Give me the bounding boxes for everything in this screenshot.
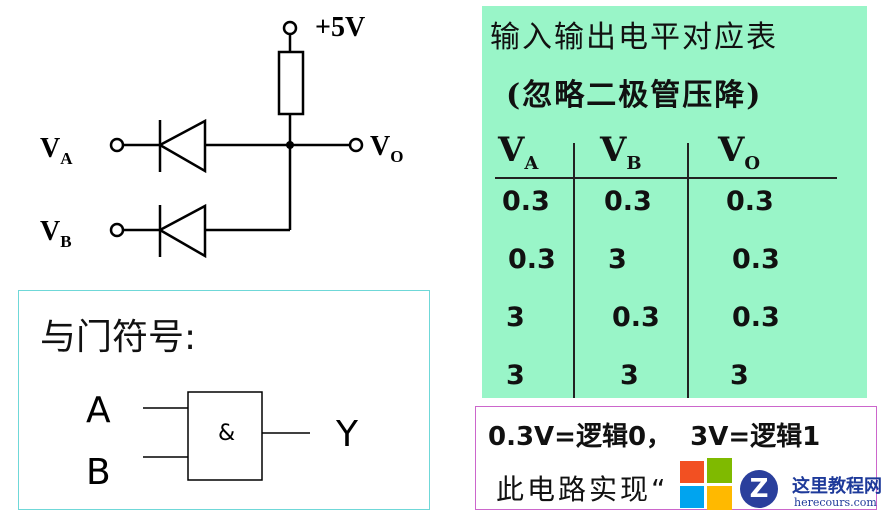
output-label: VO (370, 131, 403, 166)
diode-a (157, 118, 207, 174)
diode-b (157, 203, 207, 259)
table-cell: 0.3 (508, 244, 556, 275)
gate-input-a: A (86, 390, 111, 431)
and-gate-title: 与门符号: (40, 317, 197, 358)
output-terminal (348, 137, 364, 153)
table-cell: 0.3 (612, 302, 660, 333)
supply-terminal (282, 20, 298, 36)
header-vb: VB (600, 130, 642, 174)
header-vo: VO (718, 130, 761, 174)
logic-note-panel (475, 406, 877, 510)
resistor (277, 50, 305, 116)
table-cell: 0.3 (732, 244, 780, 275)
table-cell: 3 (620, 360, 639, 391)
diode-and-circuit: +5V VA VB VO (40, 12, 403, 259)
table-subtitle: (忽略二极管压降) (506, 78, 763, 113)
and-symbol: & (218, 421, 235, 446)
site-logo-icon: Z (740, 470, 778, 508)
truth-table-panel: 输入输出电平对应表 (忽略二极管压降) VA VB VO 0.3 0.3 0.3… (482, 6, 867, 398)
table-cell: 0.3 (604, 186, 652, 217)
input-a-label: VA (40, 133, 73, 168)
windows-logo-icon (680, 458, 732, 510)
watermark-url: herecours.com (794, 496, 877, 509)
input-a-terminal (109, 137, 125, 153)
table-cell: 3 (730, 360, 749, 391)
input-b-terminal (109, 222, 125, 238)
and-gate-symbol: & A B Y (86, 390, 359, 493)
table-cell: 0.3 (502, 186, 550, 217)
table-cell: 0.3 (732, 302, 780, 333)
circuit-conclusion: 此电路实现“ (496, 473, 669, 506)
column-divider (573, 143, 575, 398)
logic-levels: 0.3V=逻辑0， 3V=逻辑1 (488, 422, 821, 452)
table-cell: 0.3 (726, 186, 774, 217)
gate-input-b: B (86, 452, 111, 493)
junction-dot (286, 141, 294, 149)
and-gate-panel (18, 290, 430, 510)
header-divider (495, 177, 837, 179)
header-va: VA (498, 130, 539, 174)
watermark-name: 这里教程网 (792, 476, 882, 497)
table-cell: 3 (506, 302, 525, 333)
table-title: 输入输出电平对应表 (490, 20, 778, 55)
column-divider (687, 143, 689, 398)
table-cell: 3 (506, 360, 525, 391)
input-b-label: VB (40, 216, 72, 251)
table-cell: 3 (608, 244, 627, 275)
supply-label: +5V (315, 12, 365, 43)
gate-output-y: Y (335, 414, 359, 455)
